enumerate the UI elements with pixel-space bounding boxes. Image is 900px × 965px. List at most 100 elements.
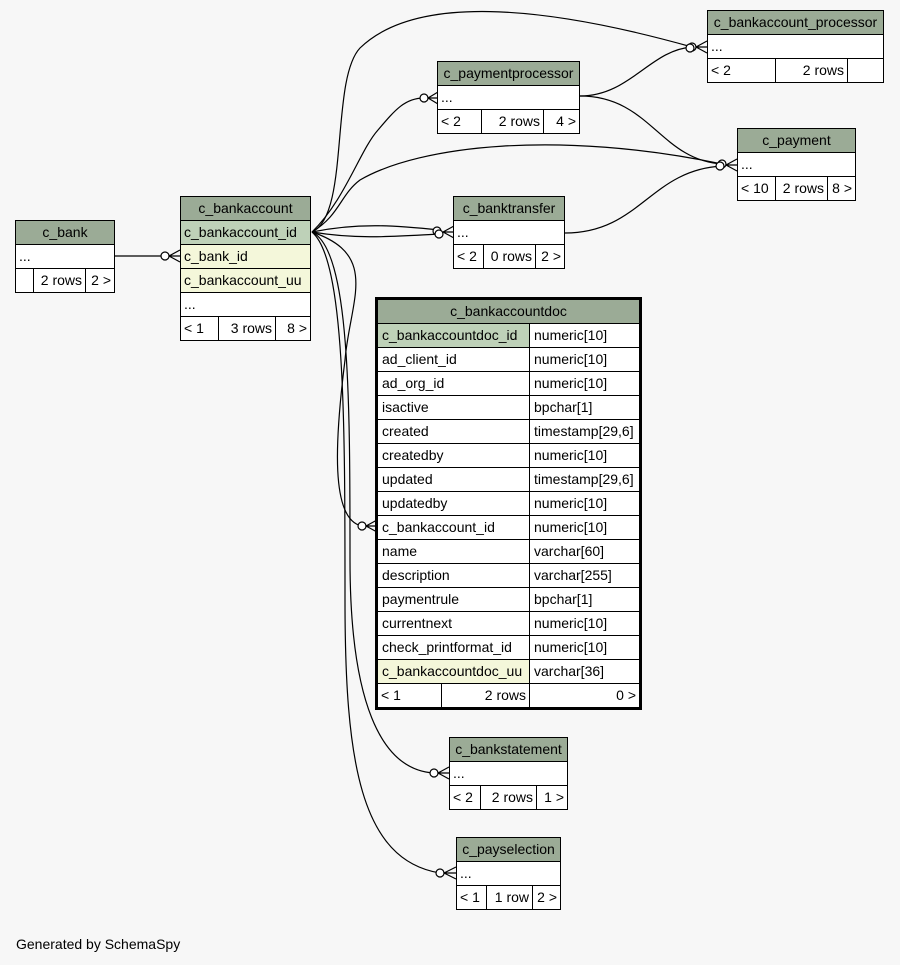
footer-rows: 0 rows <box>484 245 536 268</box>
column-type: timestamp[29,6] <box>534 423 634 439</box>
table-title[interactable]: c_payselection <box>457 838 560 862</box>
footer-parents[interactable]: < 10 <box>738 177 776 200</box>
column-name: paymentrule <box>378 588 530 611</box>
table-c-paymentprocessor[interactable]: c_paymentprocessor ... < 2 2 rows 4 > <box>437 61 580 134</box>
column-type: numeric[10] <box>534 351 608 367</box>
footer-children[interactable]: 2 > <box>91 272 111 288</box>
footer-children <box>848 59 883 82</box>
edge-bankaccount-payselection <box>311 231 441 874</box>
footer-parents[interactable]: < 1 <box>378 684 442 707</box>
column-name: c_bankaccount_id <box>378 516 530 539</box>
table-c-payselection[interactable]: c_payselection ... < 1 1 row 2 > <box>456 837 561 910</box>
footer-children[interactable]: 8 > <box>287 320 307 336</box>
edge-paymentprocessor-bankaccountprocessor <box>579 46 693 97</box>
column-type: numeric[10] <box>534 495 608 511</box>
footer-rows: 2 rows <box>34 269 86 292</box>
table-title[interactable]: c_bankstatement <box>450 738 567 762</box>
footer-children[interactable]: 2 > <box>537 889 557 905</box>
column-ellipsis: ... <box>450 762 567 786</box>
edge-bankaccount-paymentprocessor <box>311 97 425 233</box>
edge-banktransfer-payment <box>564 165 723 234</box>
footer-children[interactable]: 2 > <box>541 248 561 264</box>
table-c-bankstatement[interactable]: c_bankstatement ... < 2 2 rows 1 > <box>449 737 568 810</box>
column-name: created <box>378 420 530 443</box>
table-title[interactable]: c_bankaccountdoc <box>378 300 639 324</box>
column-type: varchar[60] <box>534 543 605 559</box>
footer-rows: 2 rows <box>482 110 544 133</box>
footer-parents[interactable]: < 2 <box>450 786 481 809</box>
footer-parents[interactable]: < 1 <box>181 317 219 340</box>
edge-bankaccount-payment <box>311 144 723 233</box>
table-footer: < 1 3 rows 8 > <box>181 317 310 340</box>
column-ellipsis: ... <box>454 221 564 245</box>
table-footer: 2 rows 2 > <box>16 269 114 292</box>
table-title[interactable]: c_banktransfer <box>454 197 564 221</box>
footer-parents[interactable]: < 2 <box>438 110 482 133</box>
footer-rows: 2 rows <box>776 59 848 82</box>
column-type: numeric[10] <box>534 447 608 463</box>
table-title[interactable]: c_payment <box>738 129 855 153</box>
table-title[interactable]: c_paymentprocessor <box>438 62 579 86</box>
column-c-bankaccount-uu: c_bankaccount_uu <box>181 269 310 293</box>
table-footer: < 1 1 row 2 > <box>457 886 560 909</box>
column-name: c_bankaccountdoc_id <box>378 324 530 347</box>
generated-by-label: Generated by SchemaSpy <box>16 936 181 952</box>
edge-bankaccount-bankaccountprocessor <box>311 10 693 233</box>
footer-children[interactable]: 1 > <box>544 789 564 805</box>
table-c-bankaccount-processor[interactable]: c_bankaccount_processor ... < 2 2 rows <box>707 10 884 83</box>
footer-children[interactable]: 4 > <box>556 113 576 129</box>
column-ellipsis: ... <box>16 245 114 269</box>
column-name: updatedby <box>378 492 530 515</box>
column-ellipsis: ... <box>738 153 855 177</box>
table-footer: < 2 2 rows 1 > <box>450 786 567 809</box>
table-footer: < 2 2 rows 4 > <box>438 110 579 133</box>
footer-parents[interactable]: < 1 <box>457 886 487 909</box>
table-c-payment[interactable]: c_payment ... < 10 2 rows 8 > <box>737 128 856 201</box>
column-name: ad_client_id <box>378 348 530 371</box>
footer-parents <box>16 269 34 292</box>
table-footer: < 2 0 rows 2 > <box>454 245 564 268</box>
column-name: description <box>378 564 530 587</box>
footer-rows: 2 rows <box>442 684 530 707</box>
column-type: bpchar[1] <box>534 399 593 415</box>
footer-parents[interactable]: < 2 <box>708 59 776 82</box>
column-name: createdby <box>378 444 530 467</box>
footer-rows: 1 row <box>487 886 533 909</box>
column-name: c_bankaccountdoc_uu <box>378 660 530 683</box>
edge-paymentprocessor-payment <box>579 95 723 165</box>
table-c-bankaccount[interactable]: c_bankaccount c_bankaccount_id c_bank_id… <box>180 196 311 341</box>
column-c-bank-id: c_bank_id <box>181 245 310 269</box>
column-type: numeric[10] <box>534 615 608 631</box>
column-type: bpchar[1] <box>534 591 593 607</box>
column-ellipsis: ... <box>457 862 560 886</box>
footer-children[interactable]: 8 > <box>832 180 852 196</box>
table-title[interactable]: c_bankaccount <box>181 197 310 221</box>
column-type: varchar[36] <box>534 663 605 679</box>
footer-parents[interactable]: < 2 <box>454 245 484 268</box>
edge-bankaccount-banktransfer-b <box>311 231 441 238</box>
table-c-bank[interactable]: c_bank ... 2 rows 2 > <box>15 220 115 293</box>
column-type: numeric[10] <box>534 639 608 655</box>
edge-bankaccount-bankstatement <box>311 231 435 774</box>
column-ellipsis: ... <box>708 35 883 59</box>
column-name: ad_org_id <box>378 372 530 395</box>
table-title[interactable]: c_bank <box>16 221 114 245</box>
table-c-banktransfer[interactable]: c_banktransfer ... < 2 0 rows 2 > <box>453 196 565 269</box>
table-title[interactable]: c_bankaccount_processor <box>708 11 883 35</box>
footer-children: 0 > <box>616 687 636 703</box>
column-type: varchar[255] <box>534 567 612 583</box>
table-footer: < 1 2 rows 0 > <box>378 684 639 707</box>
